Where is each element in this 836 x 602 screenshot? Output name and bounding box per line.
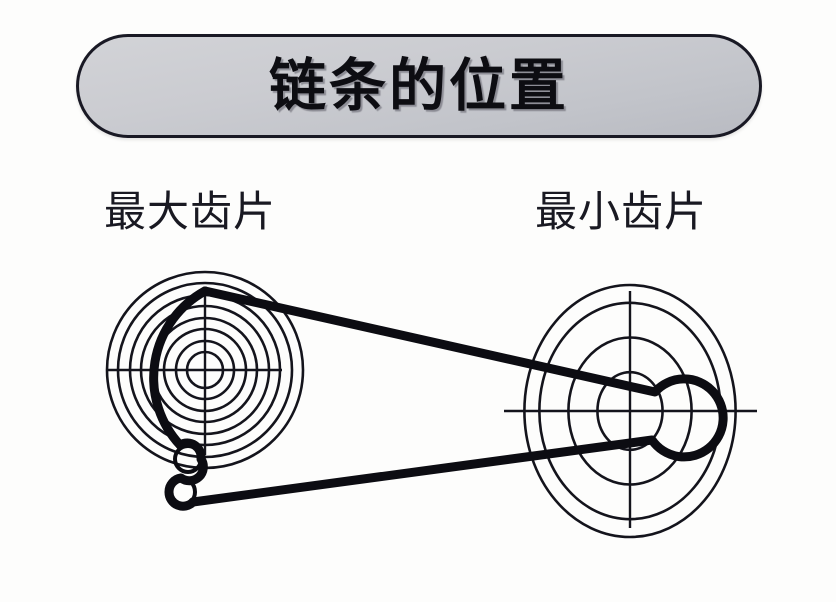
label-smallest-cog: 最小齿片	[535, 187, 708, 236]
page-title: 链条的位置	[269, 52, 569, 119]
chain-wrap-left-cassette	[149, 286, 210, 450]
label-largest-cog: 最大齿片	[104, 187, 277, 236]
title-banner: 链条的位置	[76, 34, 762, 138]
chain-path	[149, 286, 728, 511]
cassette-left-crosshair	[107, 289, 282, 455]
derailleur-pulley-1	[173, 444, 203, 474]
derailleur-pulley-2	[165, 476, 197, 508]
cassette-right-crosshair	[504, 291, 757, 528]
chain-run-top-and-bottom	[188, 286, 728, 507]
